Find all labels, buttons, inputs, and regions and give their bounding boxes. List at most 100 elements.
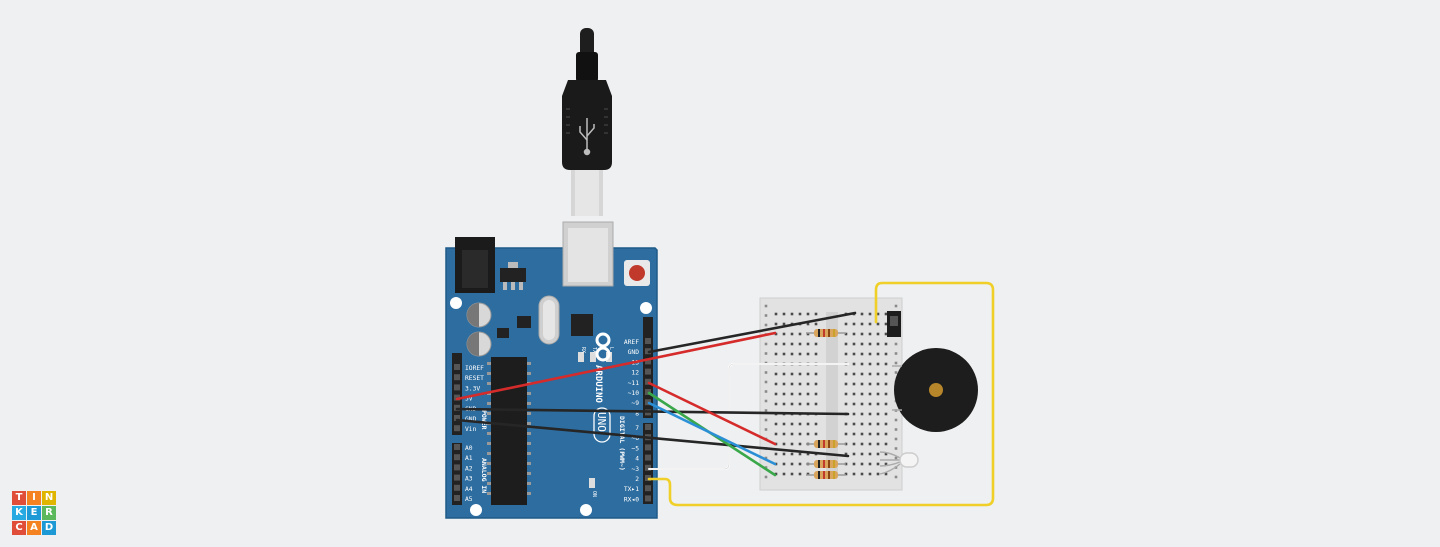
breadboard-hole[interactable] [790,422,794,426]
breadboard-hole[interactable] [798,392,802,396]
breadboard-hole[interactable] [774,382,778,386]
breadboard-hole[interactable] [774,352,778,356]
breadboard-hole[interactable] [852,322,856,326]
breadboard-rail-hole[interactable] [764,314,768,317]
breadboard-rail-hole[interactable] [894,456,898,460]
header-pin[interactable] [454,394,460,401]
breadboard-hole[interactable] [884,452,888,456]
breadboard-hole[interactable] [782,442,786,446]
breadboard-hole[interactable] [774,332,778,336]
breadboard-hole[interactable] [806,452,810,456]
breadboard-hole[interactable] [774,472,778,476]
header-pin[interactable] [645,454,651,461]
breadboard-hole[interactable] [868,382,872,386]
breadboard-hole[interactable] [782,372,786,376]
breadboard-hole[interactable] [790,342,794,346]
breadboard-hole[interactable] [868,402,872,406]
breadboard-hole[interactable] [814,432,818,436]
breadboard-hole[interactable] [860,472,864,476]
breadboard-hole[interactable] [860,412,864,416]
breadboard-hole[interactable] [814,382,818,386]
breadboard-hole[interactable] [782,312,786,316]
breadboard-hole[interactable] [884,382,888,386]
breadboard-hole[interactable] [806,432,810,436]
breadboard-hole[interactable] [798,402,802,406]
header-pin[interactable] [454,454,460,461]
breadboard-hole[interactable] [852,412,856,416]
breadboard-hole[interactable] [884,312,888,316]
breadboard-hole[interactable] [844,422,848,426]
breadboard-hole[interactable] [806,422,810,426]
breadboard-hole[interactable] [844,342,848,346]
breadboard-hole[interactable] [782,462,786,466]
breadboard-hole[interactable] [860,402,864,406]
breadboard-hole[interactable] [798,312,802,316]
header-pin[interactable] [454,415,460,421]
breadboard-hole[interactable] [814,372,818,376]
header-pin[interactable] [454,474,460,481]
breadboard-hole[interactable] [860,352,864,356]
breadboard-hole[interactable] [798,422,802,426]
breadboard-hole[interactable] [868,322,872,326]
usb-cable[interactable] [562,28,612,216]
breadboard-hole[interactable] [884,352,888,356]
breadboard-hole[interactable] [868,462,872,466]
breadboard-rail-hole[interactable] [764,409,768,412]
header-pin[interactable] [645,475,651,481]
breadboard-hole[interactable] [798,372,802,376]
breadboard-hole[interactable] [876,442,880,446]
breadboard-hole[interactable] [844,332,848,336]
breadboard-hole[interactable] [852,362,856,366]
breadboard-hole[interactable] [782,352,786,356]
breadboard-hole[interactable] [806,332,810,336]
breadboard-hole[interactable] [774,402,778,406]
breadboard-hole[interactable] [876,382,880,386]
breadboard-hole[interactable] [868,442,872,446]
breadboard-hole[interactable] [790,372,794,376]
header-pin[interactable] [454,444,460,450]
breadboard-hole[interactable] [814,312,818,316]
breadboard-hole[interactable] [790,332,794,336]
breadboard-hole[interactable] [884,472,888,476]
breadboard-hole[interactable] [876,362,880,366]
breadboard-hole[interactable] [844,402,848,406]
breadboard-hole[interactable] [798,472,802,476]
breadboard-hole[interactable] [884,362,888,366]
breadboard-rail-hole[interactable] [764,399,768,403]
breadboard-hole[interactable] [876,472,880,476]
header-pin[interactable] [454,384,460,391]
wire-blue[interactable] [647,401,777,466]
breadboard-hole[interactable] [852,382,856,386]
breadboard-hole[interactable] [774,392,778,396]
breadboard-hole[interactable] [806,352,810,356]
breadboard-hole[interactable] [774,372,778,376]
breadboard-hole[interactable] [860,372,864,376]
breadboard-hole[interactable] [798,352,802,356]
breadboard-rail-hole[interactable] [894,437,898,441]
breadboard-hole[interactable] [860,442,864,446]
breadboard-hole[interactable] [868,362,872,366]
breadboard-rail-hole[interactable] [764,304,768,308]
breadboard-hole[interactable] [884,442,888,446]
breadboard-hole[interactable] [868,352,872,356]
breadboard-hole[interactable] [774,312,778,316]
breadboard-hole[interactable] [868,412,872,416]
breadboard-hole[interactable] [868,452,872,456]
breadboard-hole[interactable] [814,342,818,346]
breadboard-hole[interactable] [884,392,888,396]
breadboard-hole[interactable] [798,462,802,466]
wires[interactable] [455,281,995,507]
breadboard-hole[interactable] [774,422,778,426]
resistor-4[interactable] [806,471,846,479]
header-pin[interactable] [454,484,460,491]
breadboard-hole[interactable] [868,332,872,336]
breadboard-hole[interactable] [884,432,888,436]
header-pin[interactable] [645,495,651,502]
breadboard-hole[interactable] [876,462,880,466]
header-pin[interactable] [645,368,651,375]
arduino-uno-board[interactable]: RX TX L ON ARDUINO UNO DIGITAL (PWM~) PO… [445,221,658,519]
header-pin[interactable] [454,364,460,370]
breadboard-hole[interactable] [790,392,794,396]
breadboard-hole[interactable] [782,392,786,396]
